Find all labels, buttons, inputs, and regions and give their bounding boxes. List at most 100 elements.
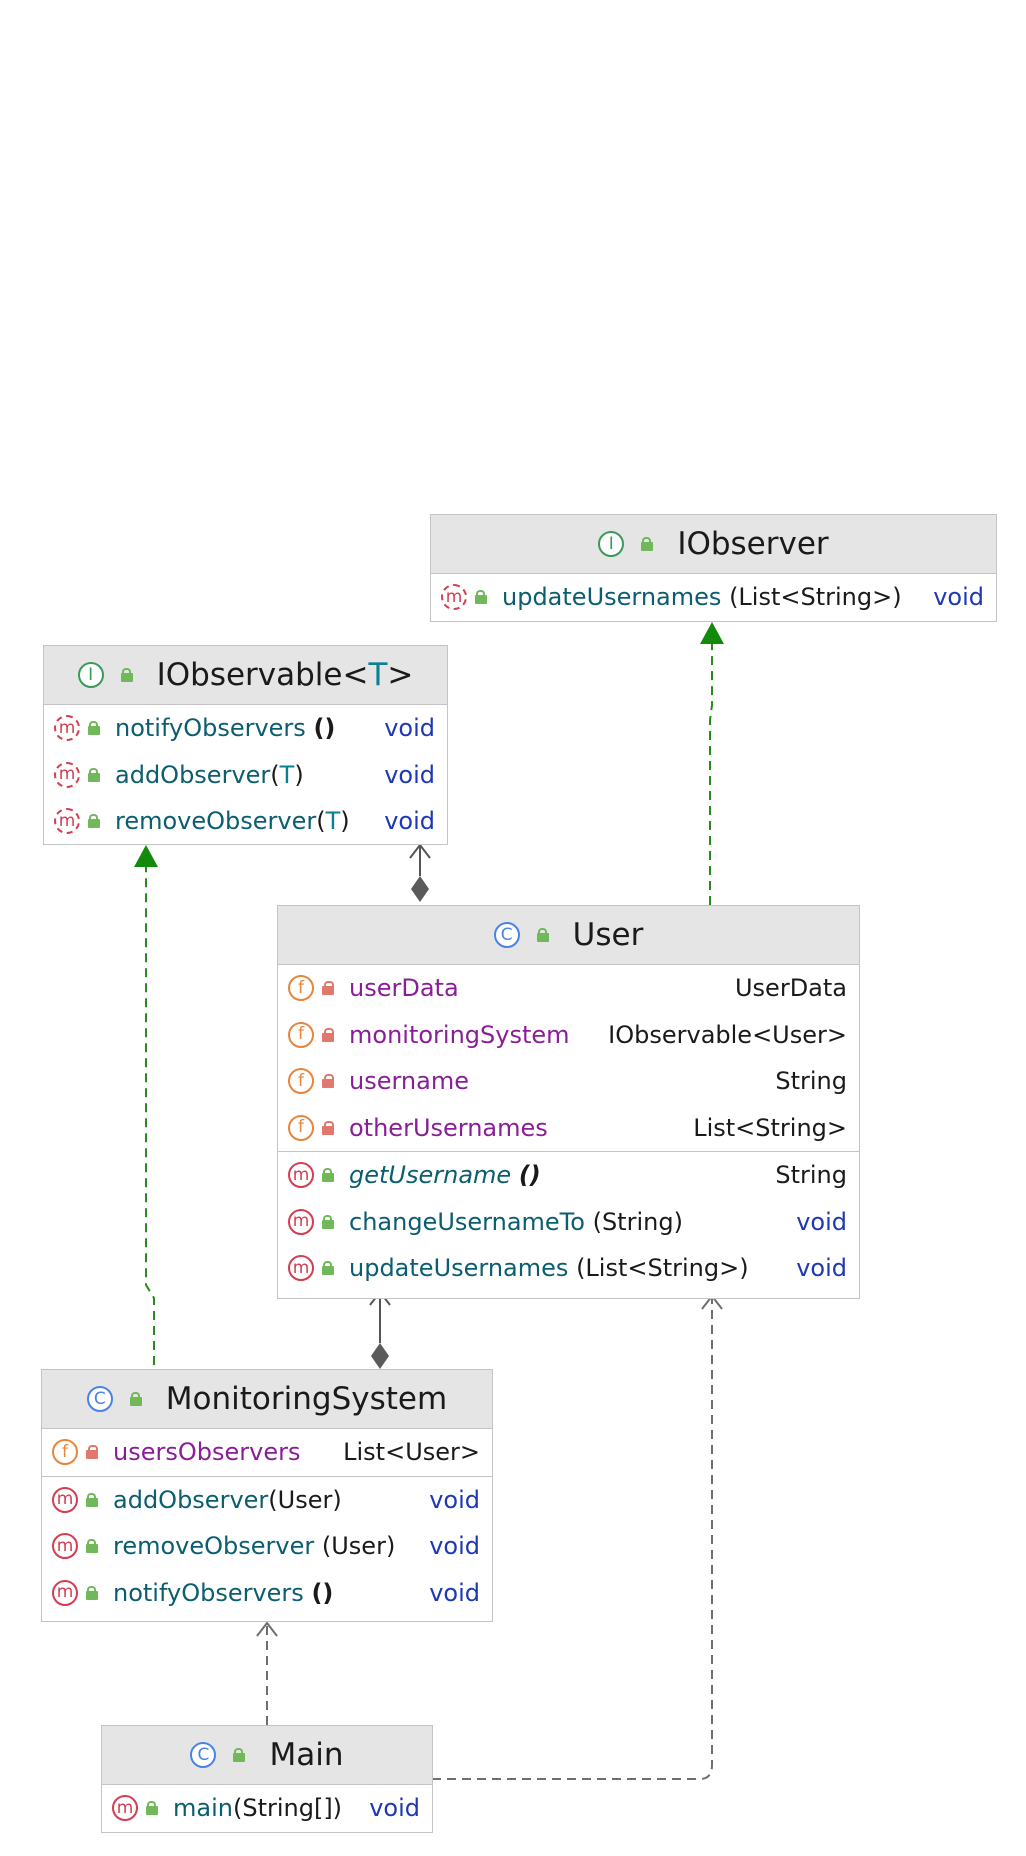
method-icon: m xyxy=(288,1255,314,1282)
method-params: (List<String>) xyxy=(576,1254,749,1283)
arrow-open-monitoring xyxy=(256,1621,278,1637)
method-name: updateUsernames xyxy=(502,583,722,612)
public-visibility-icon xyxy=(88,767,101,782)
abstract-method-icon: m xyxy=(441,584,467,611)
arrow-open-iobservable xyxy=(409,843,431,859)
field-name: otherUsernames xyxy=(349,1113,548,1142)
class-name: IObserver xyxy=(677,526,829,562)
class-name: IObservable<T> xyxy=(156,657,414,693)
return-type: void xyxy=(384,760,435,789)
method-name: addObserver xyxy=(115,760,271,789)
field-icon: f xyxy=(288,1114,314,1141)
class-header-user: C User xyxy=(278,906,859,965)
return-type: String xyxy=(775,1161,847,1190)
public-visibility-icon xyxy=(322,1214,335,1229)
class-header-monitoringsystem: C MonitoringSystem xyxy=(42,1370,492,1429)
method-params: (User) xyxy=(268,1485,342,1514)
class-name: Main xyxy=(269,1737,344,1773)
method-row: m getUsername () String xyxy=(278,1152,859,1199)
fields-section: f userData UserData f monitoringSystem I… xyxy=(278,965,859,1151)
method-params: () xyxy=(313,714,336,743)
field-name: monitoringSystem xyxy=(349,1020,570,1049)
method-params: (List<String>) xyxy=(729,583,902,612)
public-visibility-icon xyxy=(88,814,101,829)
method-params: (T) xyxy=(316,807,350,836)
private-visibility-icon xyxy=(322,1027,335,1042)
arrowhead-iobserver xyxy=(700,622,724,644)
method-row: m removeObserver(T) void xyxy=(44,798,447,845)
field-row: f userData UserData xyxy=(278,965,859,1012)
class-name: MonitoringSystem xyxy=(165,1381,448,1417)
field-row: f username String xyxy=(278,1058,859,1105)
class-box-monitoringsystem[interactable]: C MonitoringSystem f usersObservers List… xyxy=(41,1369,493,1622)
field-type: String xyxy=(775,1067,847,1096)
method-name: getUsername xyxy=(349,1161,512,1190)
field-icon: f xyxy=(288,1021,314,1048)
public-visibility-icon xyxy=(322,1261,335,1276)
fields-section: f usersObservers List<User> xyxy=(42,1429,492,1476)
method-icon: m xyxy=(112,1795,138,1822)
return-type: void xyxy=(369,1794,420,1823)
return-type: void xyxy=(796,1207,847,1236)
abstract-method-icon: m xyxy=(54,761,80,788)
method-params: () xyxy=(311,1578,334,1607)
arrowhead-iobservable xyxy=(134,845,158,867)
abstract-method-icon: m xyxy=(54,808,80,835)
diamond-user-top xyxy=(411,876,429,902)
class-box-user[interactable]: C User f userData UserData f monitoringS… xyxy=(277,905,860,1299)
method-params: (T) xyxy=(270,760,304,789)
class-box-iobserver[interactable]: I IObserver m updateUsernames (List<Stri… xyxy=(430,514,997,622)
method-name: changeUsernameTo xyxy=(349,1207,585,1236)
abstract-method-icon: m xyxy=(54,715,80,742)
method-name: removeObserver xyxy=(113,1532,315,1561)
public-visibility-icon xyxy=(88,721,101,736)
field-icon: f xyxy=(288,1068,314,1095)
method-params: (String[]) xyxy=(232,1794,343,1823)
method-name: notifyObservers xyxy=(115,714,306,743)
public-visibility-icon xyxy=(641,537,654,551)
field-type: List<String> xyxy=(693,1113,847,1142)
method-icon: m xyxy=(288,1162,314,1189)
methods-section: m updateUsernames (List<String>) void xyxy=(431,574,996,621)
methods-section: m addObserver(User) void m removeObserve… xyxy=(42,1475,492,1617)
method-row: m notifyObservers () void xyxy=(42,1570,492,1617)
field-row: f monitoringSystem IObservable<User> xyxy=(278,1012,859,1059)
return-type: void xyxy=(796,1254,847,1283)
private-visibility-icon xyxy=(322,981,335,996)
methods-section: m main(String[]) void xyxy=(102,1785,432,1832)
public-visibility-icon xyxy=(146,1801,159,1816)
interface-icon: I xyxy=(77,662,104,688)
class-header-iobserver: I IObserver xyxy=(431,515,996,574)
method-name: notifyObservers xyxy=(113,1578,304,1607)
field-type: IObservable<User> xyxy=(608,1020,847,1049)
class-icon: C xyxy=(493,922,520,948)
public-visibility-icon xyxy=(536,928,550,942)
method-row: m notifyObservers () void xyxy=(44,705,447,752)
public-visibility-icon xyxy=(120,668,134,682)
method-name: main xyxy=(173,1794,233,1823)
field-name: userData xyxy=(349,974,459,1003)
class-box-iobservable[interactable]: I IObservable<T> m notifyObservers () vo… xyxy=(43,645,448,845)
class-icon: C xyxy=(86,1386,113,1412)
method-icon: m xyxy=(52,1486,78,1513)
field-type: List<User> xyxy=(343,1438,480,1467)
methods-section: m notifyObservers () void m addObserver(… xyxy=(44,705,447,845)
method-name: updateUsernames xyxy=(349,1254,569,1283)
method-name: removeObserver xyxy=(115,807,317,836)
public-visibility-icon xyxy=(129,1392,143,1406)
field-name: usersObservers xyxy=(113,1438,301,1467)
methods-section: m getUsername () String m changeUsername… xyxy=(278,1151,859,1292)
method-row: m addObserver(User) void xyxy=(42,1477,492,1524)
method-params: () xyxy=(518,1161,541,1190)
edge-monitoring-implements-iobservable xyxy=(145,867,155,1365)
private-visibility-icon xyxy=(86,1445,99,1460)
return-type: void xyxy=(384,714,435,743)
method-params: (User) xyxy=(321,1532,396,1561)
field-row: f usersObservers List<User> xyxy=(42,1429,492,1476)
method-row: m addObserver(T) void xyxy=(44,752,447,799)
method-params: (String) xyxy=(592,1207,683,1236)
method-icon: m xyxy=(288,1208,314,1235)
method-row: m updateUsernames (List<String>) void xyxy=(431,574,996,621)
class-box-main[interactable]: C Main m main(String[]) void xyxy=(101,1725,433,1833)
field-icon: f xyxy=(288,975,314,1002)
